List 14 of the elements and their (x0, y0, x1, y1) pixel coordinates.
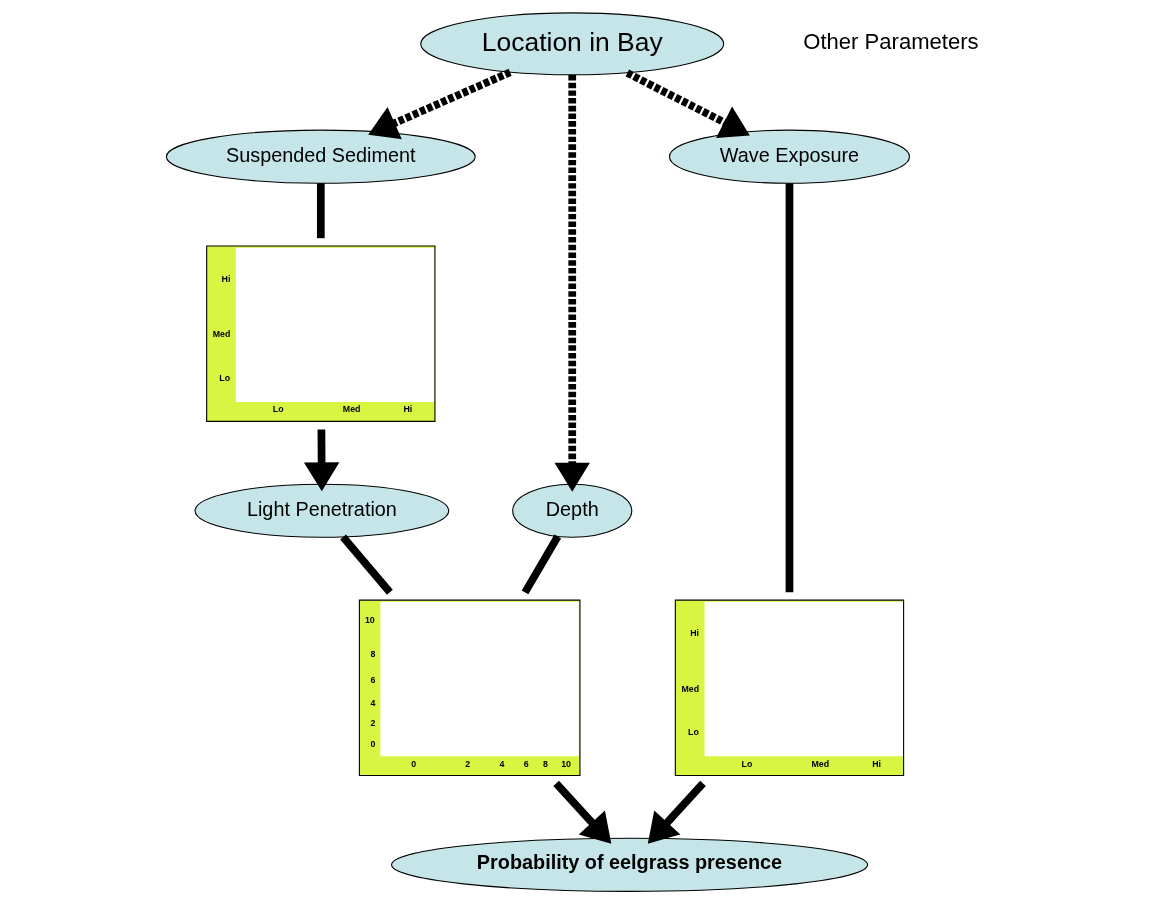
arrow (552, 780, 611, 844)
node-ellipse: Suspended Sediment (165, 129, 476, 184)
node-ellipse: Location in Bay (419, 12, 724, 76)
connector (339, 534, 393, 595)
connector (521, 534, 561, 595)
node-ellipse: Probability of eelgrass presence (390, 837, 868, 892)
arrow (625, 69, 750, 139)
node-label: Other Parameters (802, 29, 979, 55)
arrow (367, 68, 512, 140)
arrow (554, 75, 590, 492)
arrow (647, 780, 706, 844)
node-ellipse: Light Penetration (194, 483, 449, 538)
node-ellipse: Wave Exposure (668, 129, 910, 184)
node-ellipse: Depth (511, 483, 632, 538)
